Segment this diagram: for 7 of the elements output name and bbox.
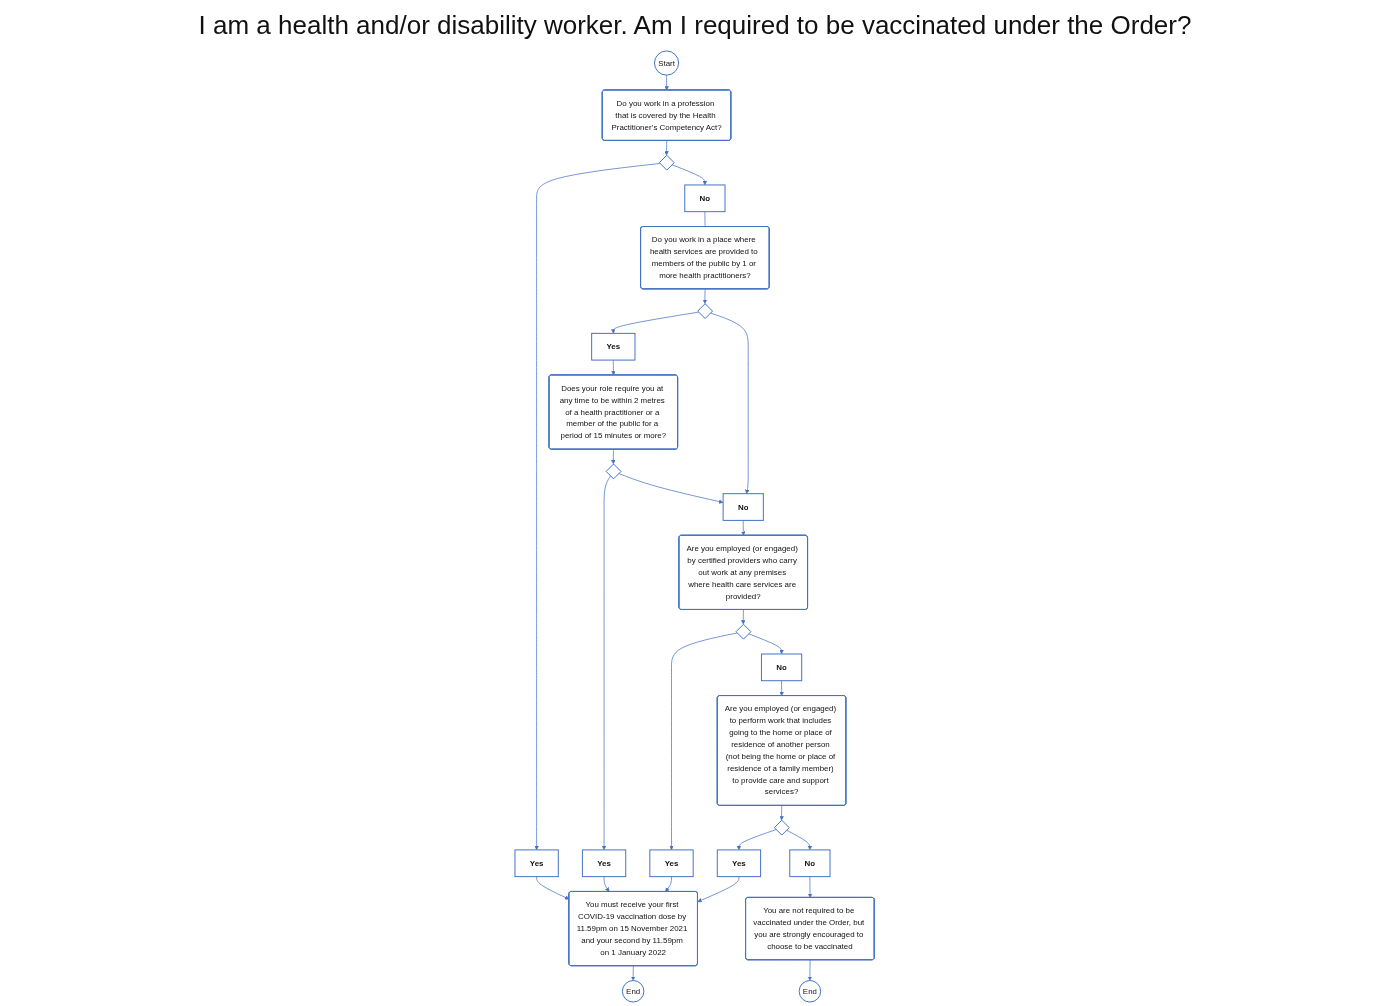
node-diamond	[697, 303, 714, 320]
node-diamond	[606, 463, 622, 480]
node-diamond	[735, 623, 752, 640]
title: I am a health and/or disability worker. Am I required to be vaccinated under the Order?	[198, 10, 1192, 41]
connector	[704, 211, 706, 228]
node-diamond	[659, 154, 676, 171]
node-diamond	[774, 819, 791, 836]
